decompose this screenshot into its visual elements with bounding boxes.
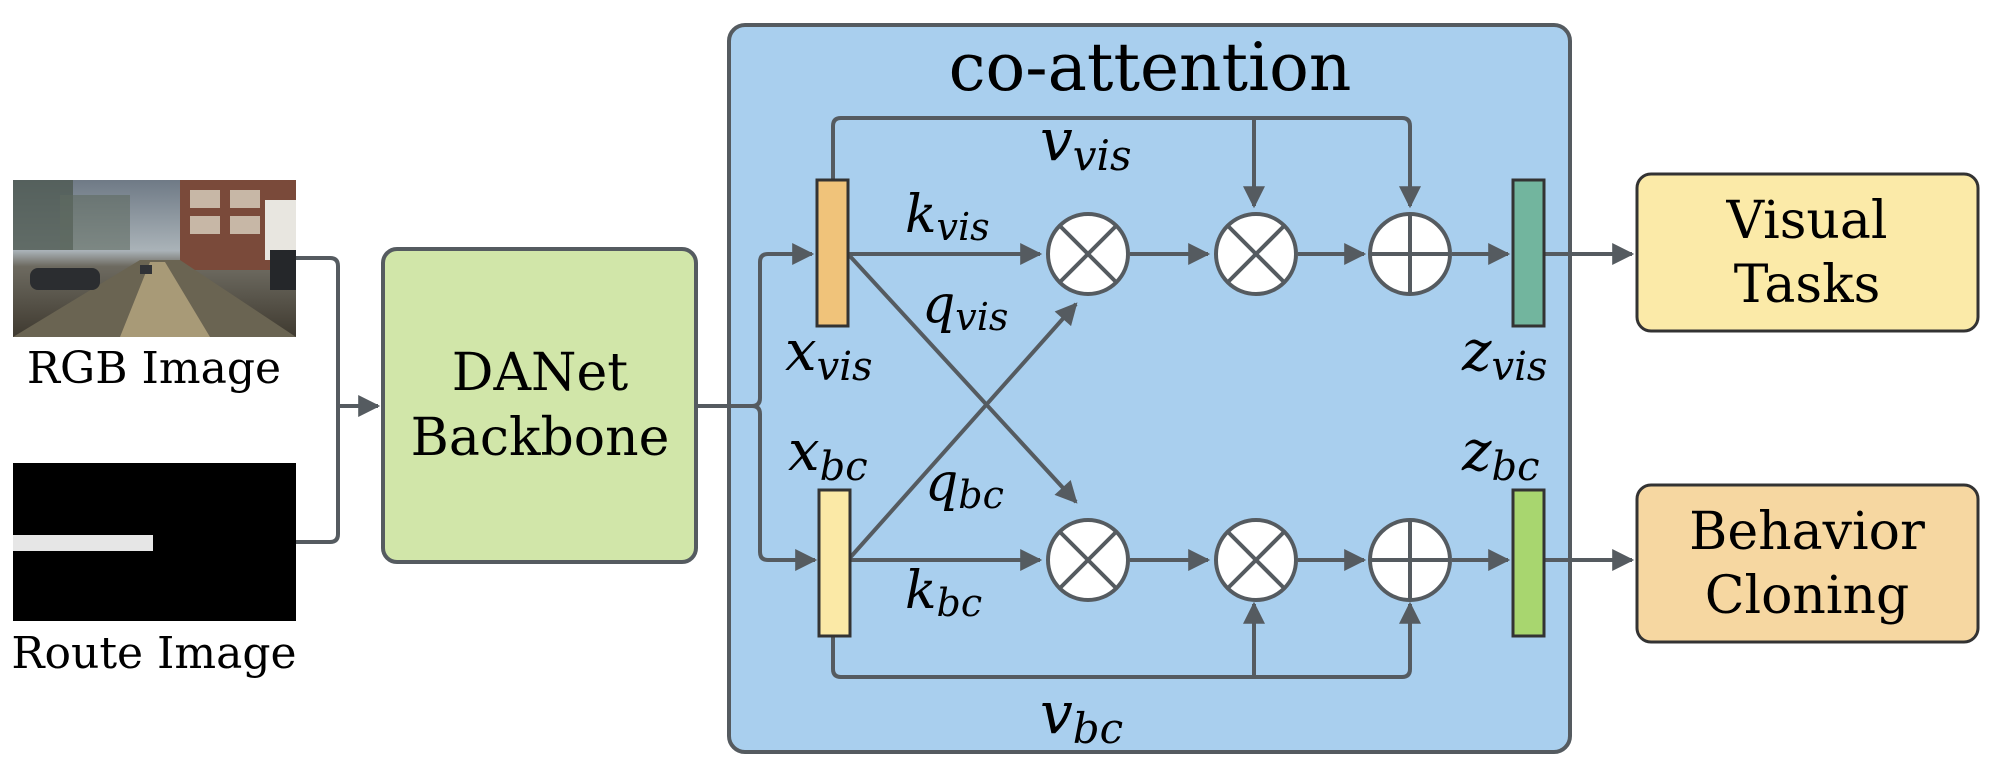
backbone-label-line1: DANet: [452, 343, 629, 403]
visual-tasks-label-line1: Visual: [1725, 191, 1887, 251]
bottom-multiply-2-icon: [1214, 518, 1298, 602]
x-vis-bar: [815, 178, 850, 328]
z-bc-bar: [1511, 488, 1546, 638]
route-image-label: Route Image: [11, 628, 296, 679]
top-multiply-1-icon: [1046, 212, 1130, 296]
visual-tasks-box: [1635, 172, 1980, 333]
top-multiply-2-icon: [1214, 212, 1298, 296]
q-bc-label: qbc: [925, 453, 1004, 517]
x-bc-bar: [817, 488, 852, 638]
k-bc-label: kbc: [905, 561, 982, 625]
behavior-cloning-box: [1635, 483, 1980, 644]
z-vis-label: zvis: [1461, 319, 1547, 390]
q-vis-arrow: [846, 252, 1078, 504]
v-bc-label: vbc: [1040, 679, 1123, 753]
z-vis-bar: [1511, 178, 1546, 328]
images-connector: [296, 256, 340, 544]
coattention-title: co-attention: [949, 29, 1352, 106]
q-vis-label: qvis: [922, 275, 1008, 339]
backbone-label-line2: Backbone: [411, 408, 670, 468]
v-vis-to-add-arrow: [831, 116, 1421, 209]
backbone-to-xbc-arrow: [696, 404, 818, 571]
z-bc-label: zbc: [1461, 419, 1540, 490]
top-add-icon: [1368, 212, 1452, 296]
v-bc-to-add-arrow: [831, 601, 1421, 679]
x-vis-label: xvis: [785, 319, 873, 390]
route-image: [13, 463, 296, 621]
behavior-cloning-label-line1: Behavior: [1689, 502, 1925, 562]
bottom-multiply-1-icon: [1046, 518, 1130, 602]
k-vis-label: kvis: [905, 185, 990, 249]
danet-backbone-box: [381, 247, 698, 564]
x-bc-label: xbc: [788, 419, 868, 490]
rgb-image: [13, 180, 296, 337]
behavior-cloning-label-line2: Cloning: [1705, 566, 1910, 626]
q-bc-arrow: [846, 302, 1078, 562]
visual-tasks-label-line2: Tasks: [1734, 255, 1881, 315]
rgb-image-label: RGB Image: [27, 343, 281, 394]
bottom-add-icon: [1368, 518, 1452, 602]
v-vis-label: vvis: [1040, 106, 1132, 180]
